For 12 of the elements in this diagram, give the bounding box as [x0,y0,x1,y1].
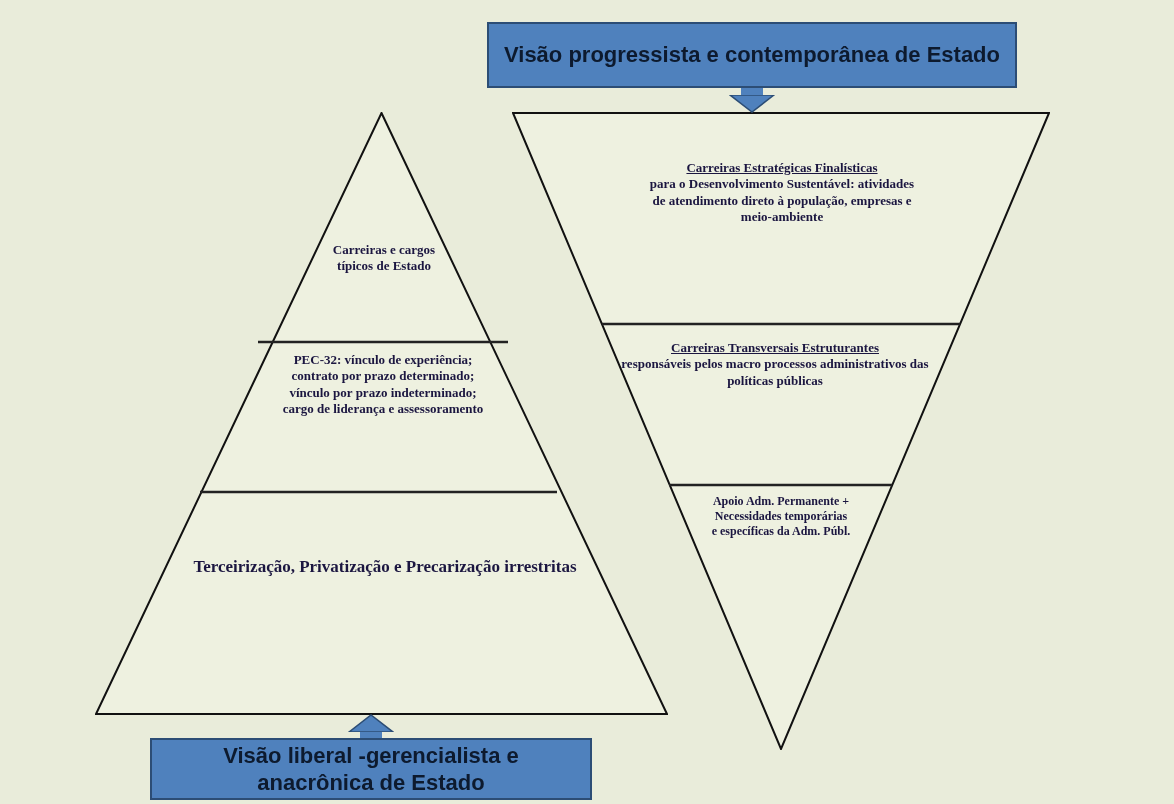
section-text: PEC-32: vínculo de experiência; contrato por prazo determinado; vínculo por prazo indeterminado; cargo de liderança e assessoramento [281,352,485,417]
section-text: Apoio Adm. Permanente + Necessidades temporárias e específicas da Adm. Públ. [711,494,851,539]
section-heading: Carreiras Estratégicas Finalísticas [686,160,878,177]
callout-box: Visão liberal -gerencialista e anacrônica de Estado [150,738,592,800]
section-text: para o Desenvolvimento Sustentável: atividades de atendimento direto à população, empresas e meio-ambiente [648,176,916,225]
callout-box: Visão progressista e contemporânea de Estado [487,22,1017,88]
section-text: Carreiras e cargos típicos de Estado [331,242,437,275]
block-arrow [729,88,775,113]
section-text: responsáveis pelos macro processos administrativos das políticas públicas [620,356,930,389]
section-text: Terceirização, Privatização e Precarização irrestritas [193,556,577,578]
block-arrow [348,714,394,738]
section-heading: Carreiras Transversais Estruturantes [671,340,879,357]
